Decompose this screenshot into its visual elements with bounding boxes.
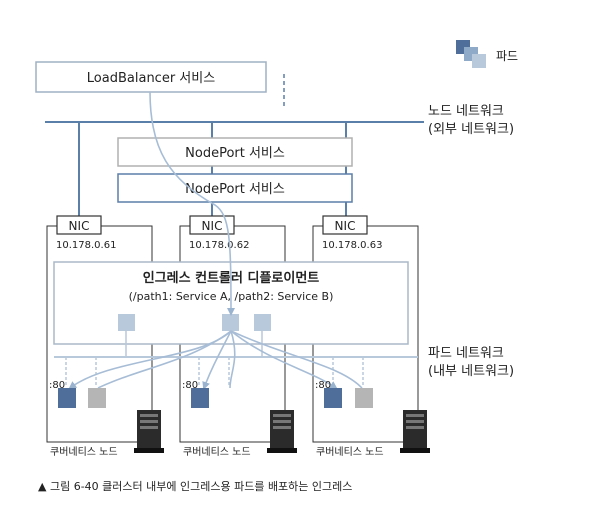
nodeport-service-label-1: NodePort 서비스 (185, 146, 285, 161)
pod-legend-icon-light (472, 54, 486, 68)
node-ip-3: 10.178.0.63 (322, 240, 382, 251)
service-a-pod-2 (191, 388, 209, 408)
service-a-pod-3 (324, 388, 342, 408)
port-label-2: :80 (182, 380, 198, 391)
ingress-pod-3 (254, 314, 271, 331)
nic-box-1 (56, 215, 102, 235)
node-network-sublabel: (외부 네트워크) (428, 122, 514, 137)
nic-label-3: NIC (335, 219, 356, 233)
nic-box-2 (189, 215, 235, 235)
legend-label: 파드 (496, 49, 518, 63)
nodeport-service-box-2 (117, 173, 353, 203)
legend: 파드 (456, 40, 518, 68)
nic-label-2: NIC (202, 219, 223, 233)
server-icon-3 (400, 410, 430, 453)
loadbalancer-service-box (35, 61, 267, 93)
service-a-pod-1 (58, 388, 76, 408)
kubernetes-node-label-1: 쿠버네티스 노드 (50, 446, 118, 458)
figure-caption: ▲ 그림 6-40 클러스터 내부에 인그레스용 파드를 배포하는 인그레스 (38, 479, 352, 493)
ingress-pod-2 (222, 314, 239, 331)
server-icon-2 (267, 410, 297, 453)
service-b-pod-1 (88, 388, 106, 408)
node-ip-2: 10.178.0.62 (189, 240, 249, 251)
service-b-pod-3 (355, 388, 373, 408)
port-label-3: :80 (315, 380, 331, 391)
pod-network-sublabel: (내부 네트워크) (428, 364, 514, 379)
loadbalancer-service-label: LoadBalancer 서비스 (87, 71, 215, 86)
nodeport-service-label-2: NodePort 서비스 (185, 182, 285, 197)
traffic-arrows (68, 91, 363, 390)
kubernetes-node-label-2: 쿠버네티스 노드 (183, 446, 251, 458)
kubernetes-node-label-3: 쿠버네티스 노드 (316, 446, 384, 458)
nic-box-3 (322, 215, 368, 235)
node-ip-1: 10.178.0.61 (56, 240, 116, 251)
ingress-pod-1 (118, 314, 135, 331)
nic-label-1: NIC (69, 219, 90, 233)
server-icon-1 (134, 410, 164, 453)
port-label-1: :80 (49, 380, 65, 391)
pod-network-label: 파드 네트워크 (428, 346, 504, 361)
node-network-label: 노드 네트워크 (428, 104, 504, 119)
